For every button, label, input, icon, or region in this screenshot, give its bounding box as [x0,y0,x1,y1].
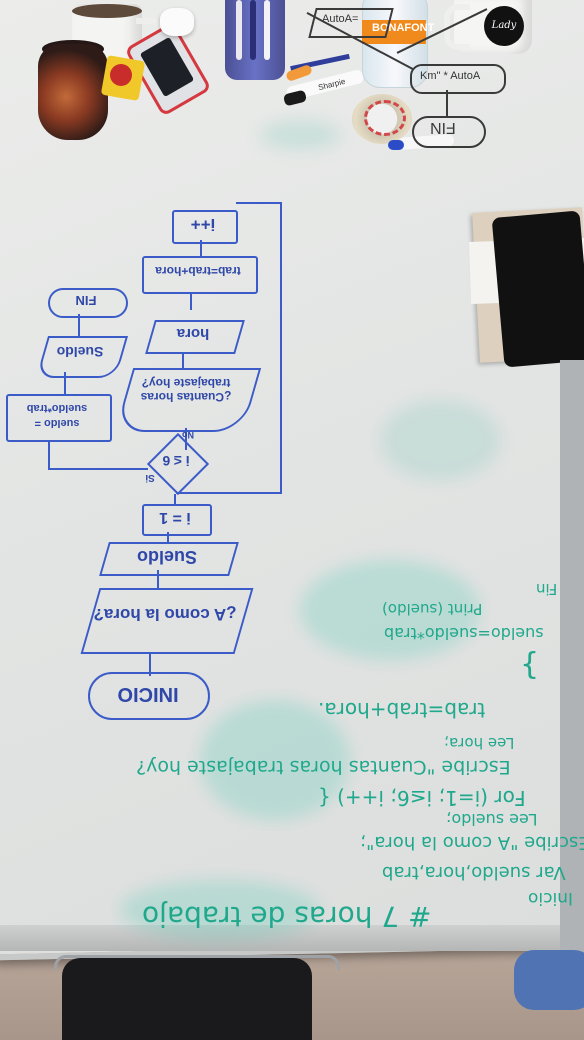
pen [264,0,270,60]
ask-hours-label: ¿Cuantas horas trabajaste hoy? [140,376,232,404]
marker-smudge [120,880,320,940]
yes-branch-line [48,440,50,470]
tape-pattern [364,100,406,136]
marker-smudge [260,120,340,150]
yes-branch-line [48,468,148,470]
flow-box [410,64,506,94]
marker-smudge [380,400,500,480]
pseudo-line: Lee hora; [444,734,515,752]
chair-frame [54,955,340,970]
output-sueldo-label: Sueldo [56,344,104,360]
chair-seat [62,958,312,1040]
read-sueldo-label: Sueldo [137,547,198,567]
end-label: FIN [75,293,97,308]
condition-label: i ≤ 6 [162,453,190,469]
flow-arrow [182,354,184,370]
pseudo-line: Fin [536,580,558,598]
init-process [142,504,212,536]
flow-arrow [185,428,187,450]
bottle-label-text: BONAFONT [372,22,435,34]
bottle-label [362,20,426,44]
loop-line [236,202,282,204]
autoa-label: AutoA= [322,13,359,25]
start-terminal [88,672,210,720]
calc-label: sueldo = sueldo*trab [26,402,88,429]
flow-arrow [446,90,448,116]
flow-arrow [78,314,80,338]
start-label: INICIO [117,683,179,705]
fin-label-top: FIN [430,119,456,136]
flow-arrow [149,652,151,676]
flow-arrow [174,494,176,504]
pseudo-line: Inicio [528,888,573,908]
accumulate-process [142,256,258,294]
increment-process [172,210,238,244]
increment-label: i++ [190,215,216,234]
pseudo-line: Var sueldo,hora,trab [382,862,566,883]
pseudo-line: sueldo=sueldo*trab [384,624,544,643]
accumulate-label: trab=trab+hora [155,264,241,278]
pseudo-line: For (i=1; i≤6; i++) { [318,786,526,810]
black-phone [491,210,584,368]
flow-arrow [190,292,192,310]
loop-line [280,202,282,494]
board-frame-right [560,360,584,960]
flow-arrow [64,372,66,394]
calc-process [6,394,112,442]
flow-arrow [200,240,202,256]
flow-arrow [157,570,159,590]
mug-logo: Lady [484,6,524,46]
marker-smudge [300,560,480,660]
pseudo-line: trab=trab+hora. [318,698,486,722]
read-hora-label: hora [176,325,210,342]
prompt-label: ¿A como la hora? [93,605,237,624]
km-autoa-label: Km" * AutoA [420,70,481,82]
coffee [72,4,142,18]
pen [236,0,242,60]
loop-line [176,492,282,494]
fin-terminal-top [412,116,486,148]
clay-vase [38,44,108,140]
whiteboard-edge [0,925,584,951]
marker-smudge [200,700,350,820]
pseudo-brace: } [520,648,540,683]
paper-ball [160,8,194,36]
init-label: i = 1 [159,509,191,526]
pseudo-title: # 7 horas de trabajo [142,900,432,933]
pen [250,0,256,60]
pseudo-line: Lee sueldo; [446,810,538,829]
pseudo-line: Escribe "A como la hora"; [360,832,584,853]
person-leg [514,950,584,1010]
end-terminal [48,288,128,318]
pseudo-line: Print (sueldo) [382,600,483,618]
yes-label: Si [145,472,155,483]
flow-arrow [167,532,169,544]
sticker-dot [110,64,132,86]
blue-marker-cap [388,140,404,150]
pseudo-line: Escribe "Cuantas horas trabajaste hoy? [136,756,511,778]
